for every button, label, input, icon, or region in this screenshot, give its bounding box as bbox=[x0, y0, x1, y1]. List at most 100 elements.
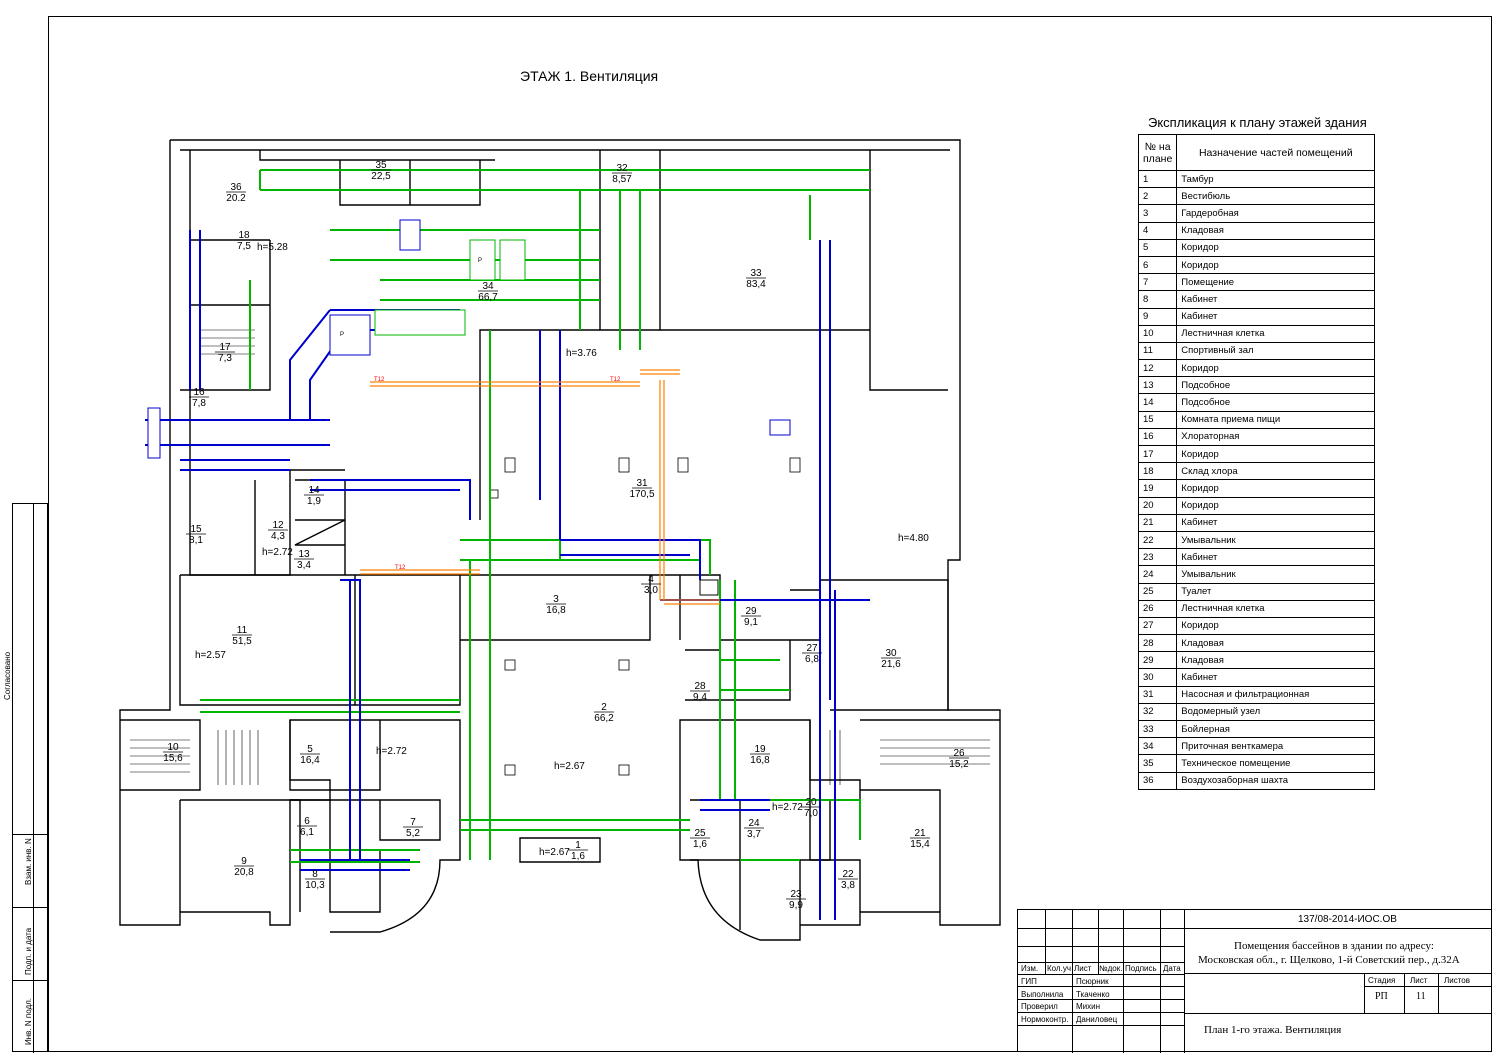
room-number: 29 bbox=[745, 606, 757, 617]
room-number: 3 bbox=[553, 594, 559, 605]
tb-head-2: Лист bbox=[1074, 964, 1092, 973]
room-purpose-cell: Подсобное bbox=[1176, 376, 1376, 395]
room-number-cell: 10 bbox=[1137, 324, 1178, 343]
room-area: 7,5 bbox=[237, 241, 251, 252]
tb-sheets-hdr: Листов bbox=[1444, 976, 1470, 985]
tb-role-3: Нормоконтр. bbox=[1021, 1015, 1069, 1024]
tb-head-3: №док. bbox=[1099, 964, 1123, 973]
room-purpose-cell: Комната приема пищи bbox=[1176, 410, 1376, 429]
room-number: 28 bbox=[694, 681, 706, 692]
room-number: 18 bbox=[238, 230, 250, 241]
label-inv-replace: Взам. инв. N bbox=[24, 838, 33, 885]
heat-pipes bbox=[360, 369, 720, 605]
room-purpose-cell: Приточная венткамера bbox=[1176, 737, 1376, 756]
explication-title: Экспликация к плану этажей здания bbox=[1148, 115, 1367, 130]
title-block: Изм. Кол.уч Лист №док. Подпись Дата ГИП … bbox=[1017, 909, 1492, 1053]
room-area: 16,8 bbox=[546, 605, 566, 616]
room-number: 12 bbox=[272, 520, 284, 531]
room-area: 7,8 bbox=[192, 398, 206, 409]
room-number-cell: 3 bbox=[1137, 204, 1178, 223]
room-number: 15 bbox=[190, 524, 202, 535]
room-area: 83,4 bbox=[746, 279, 766, 290]
room-purpose-cell: Водомерный узел bbox=[1176, 702, 1376, 722]
room-area: 66,2 bbox=[594, 713, 614, 724]
tb-role-0: ГИП bbox=[1021, 977, 1037, 986]
room-number: 19 bbox=[754, 744, 766, 755]
room-area: 6,8 bbox=[805, 654, 819, 665]
room-number: 22 bbox=[842, 869, 854, 880]
room-purpose-cell: Коридор bbox=[1176, 444, 1376, 464]
room-purpose-cell: Умывальник bbox=[1176, 530, 1376, 550]
room-area: 7,3 bbox=[218, 353, 232, 364]
room-purpose-cell: Коридор bbox=[1176, 496, 1376, 515]
pipe-label-2: Т12 bbox=[610, 377, 621, 383]
room-purpose-cell: Кладовая bbox=[1176, 651, 1376, 670]
room-area: 22,5 bbox=[371, 171, 391, 182]
pipe-label-3: Т12 bbox=[395, 565, 406, 571]
room-purpose-cell: Склад хлора bbox=[1176, 462, 1376, 481]
tb-sheet-hdr: Лист bbox=[1410, 976, 1428, 985]
room-number: 11 bbox=[237, 625, 248, 636]
room-purpose-cell: Туалет bbox=[1176, 582, 1376, 601]
room-number-cell: 7 bbox=[1137, 273, 1178, 292]
label-sign-date: Подп. и дата bbox=[24, 927, 33, 975]
margin-stamp bbox=[12, 503, 49, 1053]
ceiling-height: h=2.72 bbox=[772, 802, 803, 813]
room-area: 15,6 bbox=[163, 753, 183, 764]
room-number: 5 bbox=[307, 744, 313, 755]
tb-sheet-title: План 1-го этажа. Вентиляция bbox=[1204, 1024, 1342, 1036]
fan-label-2: P bbox=[478, 258, 482, 264]
room-number: 26 bbox=[953, 748, 965, 759]
room-number: 16 bbox=[193, 387, 205, 398]
room-number-cell: 28 bbox=[1137, 634, 1178, 653]
room-purpose-cell: Коридор bbox=[1176, 359, 1376, 378]
room-area: 3,0 bbox=[644, 585, 658, 596]
room-area: 4,3 bbox=[271, 531, 285, 542]
room-purpose-cell: Коридор bbox=[1176, 255, 1376, 275]
tb-head-4: Подпись bbox=[1125, 964, 1157, 973]
room-purpose-cell: Насосная и фильтрационная bbox=[1176, 685, 1376, 704]
ceiling-height: h=2.67 bbox=[554, 761, 585, 772]
room-area: 51,5 bbox=[232, 636, 252, 647]
explication-table: № на плане Назначение частей помещений 1… bbox=[1137, 134, 1376, 790]
room-number: 2 bbox=[601, 702, 607, 713]
room-number: 4 bbox=[648, 574, 654, 585]
tb-object-2: Московская обл., г. Щелково, 1-й Советск… bbox=[1198, 954, 1460, 966]
room-number: 13 bbox=[298, 549, 310, 560]
tb-code: 137/08-2014-ИОС.ОВ bbox=[1298, 914, 1397, 925]
room-number-cell: 8 bbox=[1137, 290, 1178, 309]
room-purpose-cell: Кабинет bbox=[1176, 668, 1376, 687]
room-purpose-cell: Помещение bbox=[1176, 273, 1376, 292]
room-number: 35 bbox=[375, 160, 387, 171]
column-number: № на плане bbox=[1137, 134, 1178, 171]
tb-name-0: Псюрник bbox=[1076, 977, 1109, 986]
tb-head-1: Кол.уч bbox=[1047, 964, 1071, 973]
room-number-cell: 26 bbox=[1137, 599, 1178, 618]
room-area: 1,9 bbox=[307, 496, 321, 507]
room-number-cell: 33 bbox=[1137, 719, 1178, 739]
room-number-cell: 25 bbox=[1137, 582, 1178, 601]
room-purpose-cell: Кладовая bbox=[1176, 221, 1376, 240]
room-area: 6,1 bbox=[300, 827, 314, 838]
room-number: 14 bbox=[308, 485, 320, 496]
room-number-cell: 5 bbox=[1137, 238, 1178, 257]
room-number: 8 bbox=[312, 869, 318, 880]
room-number: 7 bbox=[410, 817, 416, 828]
tb-name-1: Ткаченко bbox=[1076, 990, 1110, 999]
